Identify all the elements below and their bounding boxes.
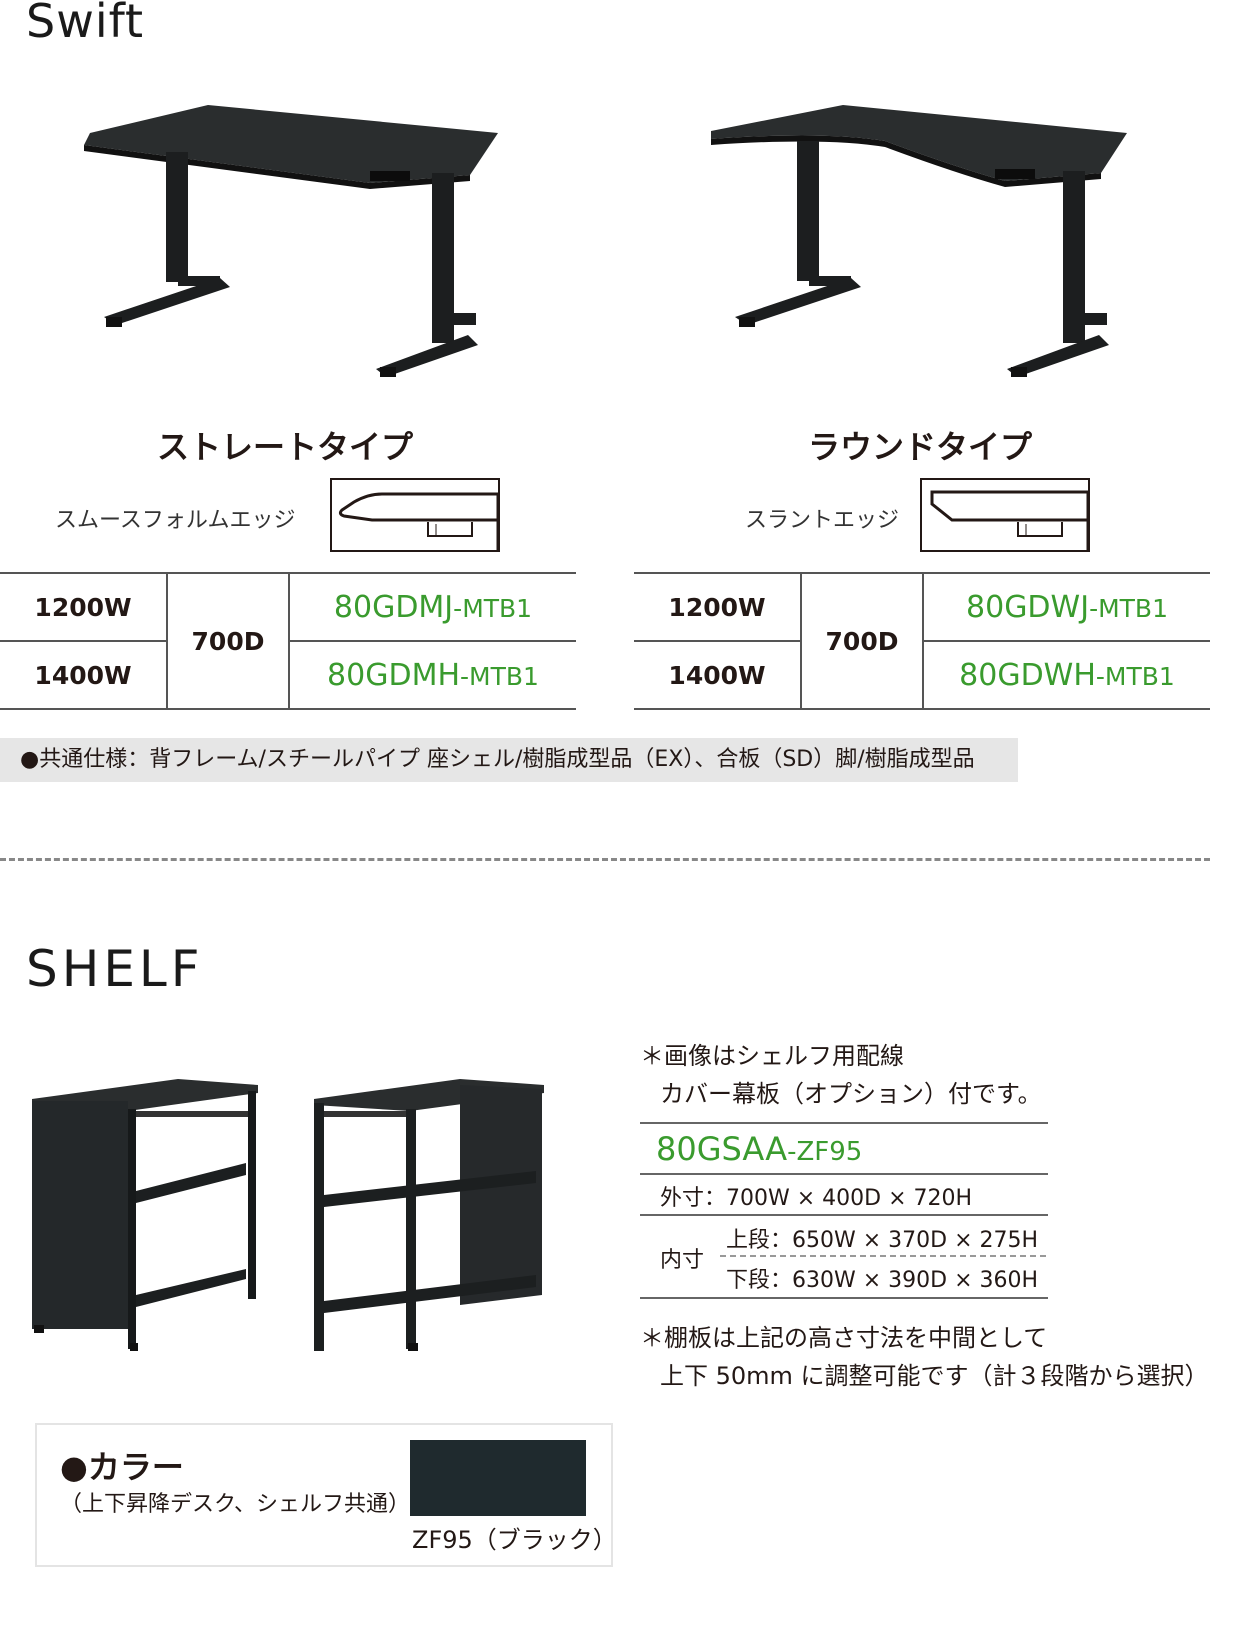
table-row: 1400W 80GDMH-MTB1 — [0, 641, 576, 710]
shelf-image-front — [32, 1079, 258, 1351]
common-spec: ●共通仕様：背フレーム/スチールパイプ 座シェル/樹脂成型品（EX）、合板（SD… — [0, 738, 1018, 782]
rule — [640, 1173, 1048, 1175]
smooth-edge-profile-icon — [338, 492, 500, 550]
color-swatch-zf95 — [410, 1440, 586, 1516]
shelf-inner-lower: 下段：630W × 390D × 360H — [726, 1268, 1039, 1293]
shelf-note2-line2: 上下 50mm に調整可能です（計３段階から選択） — [660, 1362, 1209, 1390]
round-depth: 700D — [800, 572, 924, 710]
round-width-1200: 1200W — [634, 572, 801, 642]
shelf-outer-dimension: 外寸：700W × 400D × 720H — [660, 1186, 973, 1211]
table-row: 1400W 80GDWH-MTB1 — [634, 641, 1210, 710]
straight-code-1400: 80GDMH-MTB1 — [289, 641, 576, 710]
section-divider — [0, 858, 1210, 861]
code-suffix: -MTB1 — [1089, 593, 1168, 623]
color-subtitle: （上下昇降デスク、シェルフ共通） — [60, 1492, 411, 1517]
straight-width-1400: 1400W — [0, 641, 167, 710]
rule — [640, 1214, 1048, 1216]
rule — [640, 1122, 1048, 1124]
rule — [640, 1297, 1048, 1299]
shelf-inner-label: 内寸 — [660, 1248, 705, 1273]
table-row: 1200W 700D 80GDWJ-MTB1 — [634, 572, 1210, 710]
color-title: ●カラー — [60, 1448, 184, 1486]
slant-edge-profile-icon — [930, 490, 1090, 550]
code-suffix: -MTB1 — [453, 593, 533, 623]
slant-edge-diagram — [920, 478, 1090, 552]
round-type-title: ラウンドタイプ — [807, 428, 1032, 466]
straight-edge-label: スムースフォルムエッジ — [55, 508, 296, 533]
table-row: 1200W 700D 80GDMJ-MTB1 — [0, 572, 576, 710]
round-code-1200: 80GDWJ-MTB1 — [923, 572, 1210, 642]
brand-shelf: SHELF — [26, 940, 204, 998]
code-main: 80GDWJ — [966, 589, 1090, 625]
round-spec-table: 1200W 700D 80GDWJ-MTB1 1400W 80GDWH-MTB1 — [634, 572, 1210, 710]
round-desk-image — [711, 105, 1127, 377]
shelf-code: 80GSAA-ZF95 — [656, 1130, 862, 1168]
round-width-1400: 1400W — [634, 641, 801, 710]
round-code-1400: 80GDWH-MTB1 — [923, 641, 1210, 710]
straight-desk-image — [84, 105, 498, 377]
straight-type-title: ストレートタイプ — [156, 428, 413, 466]
straight-code-1200: 80GDMJ-MTB1 — [289, 572, 576, 642]
shelf-inner-upper: 上段：650W × 370D × 275H — [726, 1228, 1039, 1253]
round-edge-label: スラントエッジ — [745, 508, 900, 533]
code-suffix: -ZF95 — [787, 1137, 863, 1167]
brand-swift: Swift — [26, 0, 145, 48]
straight-depth: 700D — [166, 572, 290, 710]
inner-divider — [720, 1255, 1046, 1257]
code-main: 80GDMJ — [333, 589, 454, 625]
code-suffix: -MTB1 — [1095, 661, 1175, 691]
code-main: 80GDMH — [327, 657, 461, 693]
shelf-note2-line1: ＊棚板は上記の高さ寸法を中間として — [640, 1324, 1048, 1352]
smooth-edge-diagram — [330, 478, 500, 552]
shelf-note-line1: ＊画像はシェルフ用配線 — [640, 1042, 904, 1070]
color-swatch-label: ZF95（ブラック） — [412, 1526, 617, 1554]
code-main: 80GDWH — [959, 657, 1096, 693]
shelf-image-back — [314, 1079, 544, 1351]
shelf-note-line2: カバー幕板（オプション）付です。 — [660, 1080, 1042, 1108]
code-main: 80GSAA — [656, 1130, 788, 1168]
code-suffix: -MTB1 — [460, 661, 539, 691]
straight-spec-table: 1200W 700D 80GDMJ-MTB1 1400W 80GDMH-MTB1 — [0, 572, 576, 710]
straight-width-1200: 1200W — [0, 572, 167, 642]
